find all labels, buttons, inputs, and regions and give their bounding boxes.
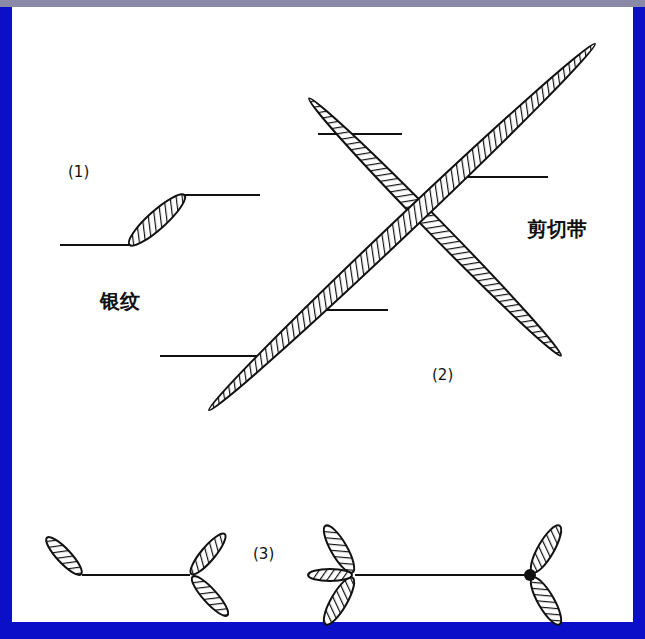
craze-lens: [42, 533, 86, 579]
craze-lens: [123, 189, 190, 252]
shear-line: [320, 309, 388, 311]
shear-band: [203, 37, 601, 416]
craze-lens: [187, 572, 232, 620]
craze-lens: [308, 569, 352, 581]
shear-line: [462, 176, 548, 178]
crack-line: [82, 574, 190, 576]
top-bar: [0, 0, 645, 7]
callout-number: (3): [253, 545, 274, 563]
junction-dot: [524, 569, 536, 581]
craze-lens: [526, 574, 567, 629]
shear-line: [160, 355, 264, 357]
craze-line: [60, 244, 132, 246]
craze-lens: [526, 522, 567, 577]
craze-line: [183, 194, 260, 196]
callout-number: (1): [68, 163, 89, 181]
craze-lens: [186, 530, 230, 579]
part-label: 剪切带: [527, 216, 587, 243]
callout-number: (2): [432, 366, 453, 384]
part-label: 银纹: [100, 288, 140, 315]
shear-line: [318, 133, 402, 135]
crack-line: [355, 574, 530, 576]
